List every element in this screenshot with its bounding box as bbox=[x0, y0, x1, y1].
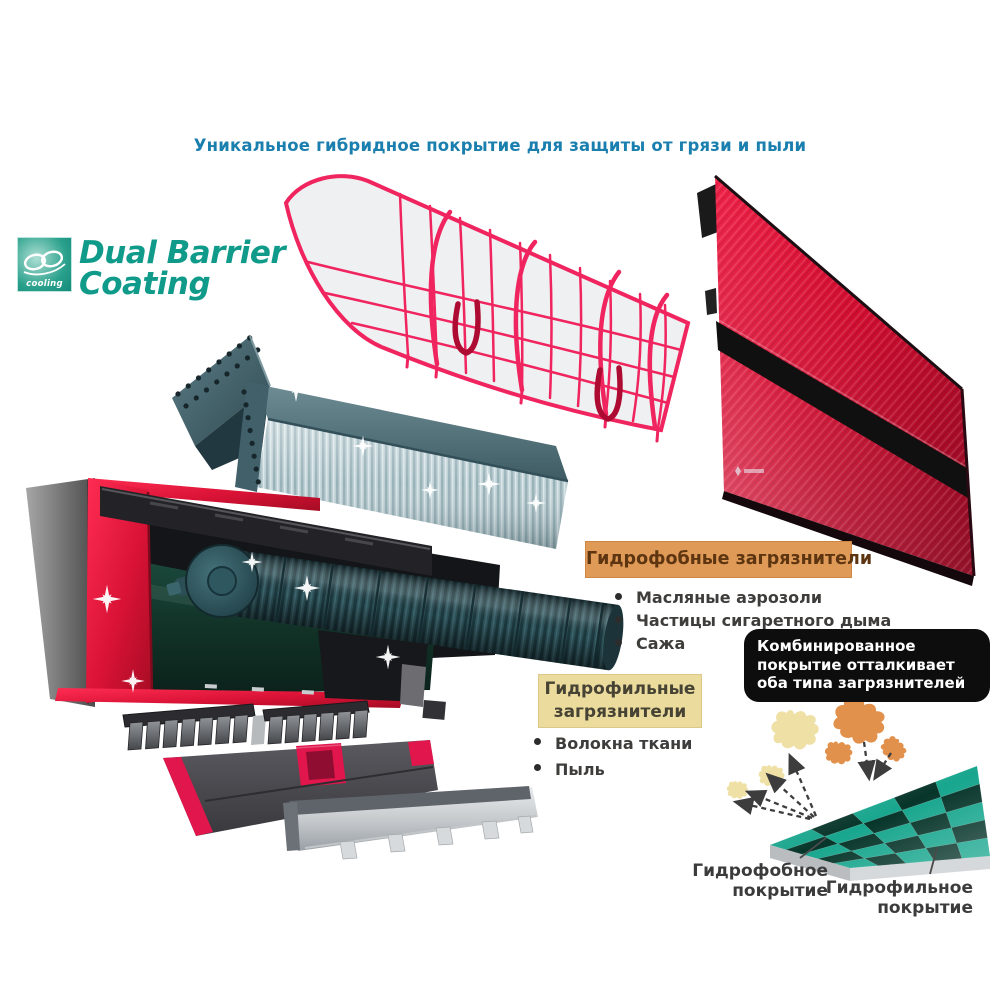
hydrophilic-header-line2: загрязнители bbox=[553, 702, 687, 722]
bullet-dot bbox=[615, 616, 622, 623]
brand-wordmark-line1: Dual Barrier bbox=[79, 235, 286, 271]
list-item: Масляные аэрозоли bbox=[613, 586, 891, 609]
coating-demo bbox=[726, 692, 991, 881]
list-item-label: Волокна ткани bbox=[555, 734, 693, 753]
hydrophilic-list: Волокна ткани Пыль bbox=[532, 731, 692, 783]
list-item-label: Частицы сигаретного дыма bbox=[636, 611, 892, 630]
brand-badge-label: cooling bbox=[26, 279, 63, 289]
vane-comb-right bbox=[262, 700, 370, 745]
combined-note-line3: оба типа загрязнителей bbox=[757, 674, 966, 692]
label-hydrophilic-coating: Гидрофильное покрытие bbox=[823, 878, 973, 918]
list-item: Частицы сигаретного дыма bbox=[613, 609, 891, 632]
comb-connector bbox=[251, 715, 266, 745]
bullet-dot bbox=[615, 639, 622, 646]
brand-wordmark-line2: Coating bbox=[79, 266, 211, 302]
front-panel bbox=[697, 174, 976, 586]
swirl-icon bbox=[23, 250, 66, 276]
vane-comb-left bbox=[122, 703, 256, 751]
crossflow-fan bbox=[166, 544, 624, 671]
label-line: Гидрофильное bbox=[825, 878, 973, 898]
label-line: покрытие bbox=[877, 898, 973, 918]
hydrophobic-header: Гидрофобные загрязнители bbox=[585, 541, 872, 578]
filter-grid bbox=[283, 174, 691, 443]
list-item-label: Пыль bbox=[555, 760, 605, 779]
label-line: Гидрофобное bbox=[692, 861, 828, 881]
hydrophilic-header: Гидрофильные загрязнители bbox=[538, 674, 702, 728]
horizontal-flap bbox=[163, 738, 438, 836]
attract-arrows bbox=[857, 741, 893, 782]
label-leader-lines bbox=[799, 837, 938, 875]
page-title: Уникальное гибридное покрытие для защиты… bbox=[193, 136, 807, 155]
brand-badge: cooling bbox=[17, 237, 72, 292]
brand-wordmark: Dual Barrier Coating bbox=[79, 235, 286, 302]
combined-note-line2: покрытие отталкивает bbox=[757, 655, 955, 674]
splats bbox=[726, 692, 911, 799]
list-item-label: Масляные аэрозоли bbox=[636, 588, 823, 607]
louver-blade bbox=[283, 786, 538, 860]
list-item: Сажа bbox=[613, 632, 891, 655]
combined-note: Комбинированное покрытие отталкивает оба… bbox=[744, 629, 990, 702]
list-item: Волокна ткани bbox=[532, 731, 692, 757]
hydrophobic-list: Масляные аэрозоли Частицы сигаретного ды… bbox=[613, 586, 891, 655]
combined-note-line1: Комбинированное bbox=[757, 637, 916, 655]
repel-arrows bbox=[732, 752, 818, 821]
list-item: Пыль bbox=[532, 757, 692, 783]
label-line: покрытие bbox=[732, 881, 828, 901]
list-item-label: Сажа bbox=[636, 634, 686, 653]
label-hydrophobic-coating: Гидрофобное покрытие bbox=[678, 861, 828, 901]
heat-exchanger bbox=[172, 334, 569, 549]
hydrophilic-header-line1: Гидрофильные bbox=[544, 679, 696, 699]
mitsubishi-logo-mark bbox=[735, 466, 764, 476]
bullet-dot bbox=[615, 593, 622, 600]
bullet-dot bbox=[534, 764, 541, 771]
bullet-dot bbox=[534, 738, 541, 745]
